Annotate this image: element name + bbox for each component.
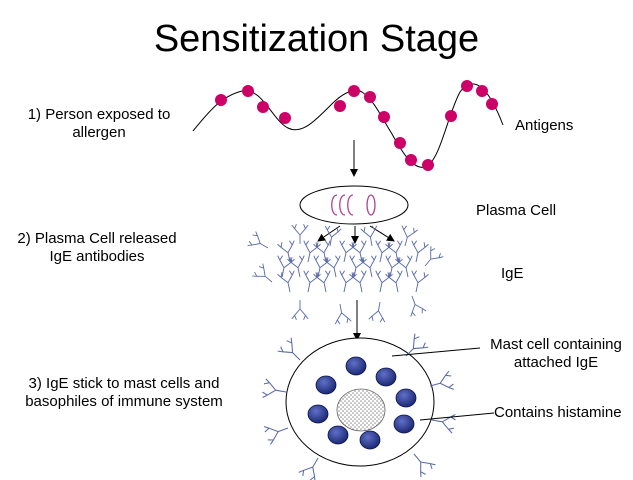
antigen-bead bbox=[334, 100, 346, 112]
antigen-bead bbox=[279, 112, 291, 124]
ige-antibody bbox=[375, 240, 393, 263]
plasma-cell-label: Plasma Cell bbox=[476, 202, 557, 219]
attached-ige bbox=[262, 333, 456, 480]
histamine-nucleus bbox=[336, 388, 386, 432]
granule bbox=[327, 425, 349, 445]
step-3-line1: 3) IgE stick to mast cells and bbox=[28, 375, 220, 392]
antigen-bead bbox=[364, 91, 376, 103]
ige-antibody bbox=[303, 270, 321, 293]
ige-antibody bbox=[359, 255, 377, 278]
ige-antibody bbox=[291, 300, 309, 320]
histamine-label: Contains histamine bbox=[494, 404, 622, 421]
ige-antibody bbox=[375, 270, 393, 293]
step-1-line2: allergen bbox=[72, 124, 126, 141]
granule bbox=[395, 388, 417, 408]
granule bbox=[359, 430, 381, 450]
ige-antibody bbox=[360, 225, 378, 247]
ige-antibody bbox=[385, 240, 403, 263]
ige-antibody bbox=[349, 255, 367, 278]
antigen-bead bbox=[215, 94, 227, 106]
ige-antibody bbox=[349, 270, 367, 293]
ige-antibody bbox=[368, 301, 386, 323]
ige-antibody bbox=[410, 295, 427, 317]
ige-antibody bbox=[395, 255, 413, 278]
ige-antibody bbox=[413, 453, 436, 477]
ige-antibody-cluster bbox=[247, 224, 444, 325]
ige-antibody bbox=[339, 270, 357, 293]
ige-antibody bbox=[252, 263, 273, 283]
ige-antibody bbox=[277, 240, 295, 263]
step-1-line1: 1) Person exposed to bbox=[27, 106, 171, 123]
antigen-bead bbox=[257, 101, 269, 113]
ige-antibody bbox=[405, 333, 429, 357]
ige-antibody bbox=[277, 270, 295, 293]
antigen-bead bbox=[378, 111, 390, 123]
granule bbox=[375, 367, 397, 387]
ige-antibody bbox=[303, 240, 321, 263]
step-3-line2: basophiles of immune system bbox=[25, 393, 223, 410]
step-3-label: 3) IgE stick to mast cells and basophile… bbox=[6, 375, 242, 411]
antigen-bead bbox=[422, 159, 434, 171]
mast-cell-line2: attached IgE bbox=[513, 354, 599, 371]
step-1-label: 1) Person exposed to allergen bbox=[14, 106, 184, 142]
ige-label: IgE bbox=[501, 265, 524, 282]
antigen-bead bbox=[461, 80, 473, 92]
mast-cell-callout-line bbox=[391, 347, 481, 357]
ige-antibody bbox=[291, 224, 309, 244]
antigen-bead bbox=[348, 85, 360, 97]
ige-antibody bbox=[431, 414, 456, 434]
ige-antibody bbox=[313, 255, 331, 278]
ige-antibody bbox=[313, 270, 331, 293]
antigen-strand bbox=[192, 83, 504, 168]
ige-antibody bbox=[313, 240, 331, 263]
ige-antibody bbox=[385, 255, 403, 278]
granule bbox=[307, 404, 329, 424]
antigen-bead bbox=[445, 110, 457, 122]
granule bbox=[345, 356, 367, 376]
step-2-label: 2) Plasma Cell released IgE antibodies bbox=[2, 230, 192, 266]
antigen-bead bbox=[486, 98, 498, 110]
antigen-beads bbox=[215, 80, 498, 171]
antigens-label: Antigens bbox=[515, 117, 574, 134]
ige-antibody bbox=[324, 225, 342, 247]
ige-antibody bbox=[298, 457, 319, 480]
mast-cell bbox=[285, 337, 435, 467]
ige-antibody bbox=[349, 240, 367, 263]
ige-antibody bbox=[424, 246, 444, 267]
ige-antibody bbox=[411, 270, 429, 293]
ige-antibody bbox=[287, 255, 305, 278]
ige-antibody bbox=[334, 303, 352, 325]
ige-antibody bbox=[429, 370, 454, 390]
ige-antibody bbox=[247, 231, 269, 249]
mast-cell-granules bbox=[307, 356, 417, 450]
ige-antibody bbox=[339, 240, 357, 263]
granule bbox=[315, 375, 337, 395]
mast-cell-line1: Mast cell containing bbox=[490, 336, 622, 353]
ige-antibody bbox=[277, 337, 301, 361]
ige-antibody bbox=[277, 255, 295, 278]
antigen-bead bbox=[242, 85, 254, 97]
ige-antibody bbox=[385, 270, 403, 293]
granule bbox=[393, 414, 415, 434]
ige-antibody bbox=[401, 225, 418, 247]
step-2-line1: 2) Plasma Cell released bbox=[17, 230, 177, 247]
histamine-callout-line bbox=[419, 412, 495, 421]
antigen-bead bbox=[394, 137, 406, 149]
mast-cell-label: Mast cell containing attached IgE bbox=[480, 336, 632, 372]
ige-antibody bbox=[263, 426, 289, 445]
step-2-line2: IgE antibodies bbox=[49, 248, 145, 265]
ige-antibody bbox=[262, 378, 287, 398]
ige-antibody bbox=[323, 255, 341, 278]
antigen-bead bbox=[405, 154, 417, 166]
diagram-title: Sensitization Stage bbox=[153, 18, 480, 60]
plasma-cell bbox=[299, 185, 409, 225]
ige-antibody bbox=[411, 240, 429, 263]
antigen-bead bbox=[476, 85, 488, 97]
